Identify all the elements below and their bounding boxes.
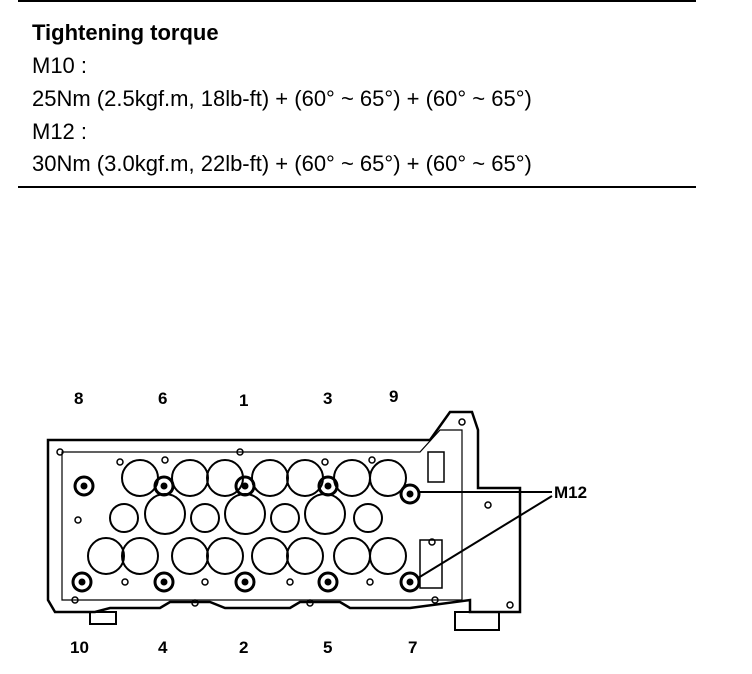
top-number-3: 3 — [323, 389, 332, 408]
bolts-lower — [71, 571, 421, 593]
bottom-number-2: 2 — [239, 638, 248, 657]
bolt-9 — [399, 483, 421, 505]
m12-value: 30Nm (3.0kgf.m, 22lb-ft) + (60° ~ 65°) +… — [32, 151, 532, 176]
bottom-number-4: 4 — [158, 638, 168, 657]
spec-title: Tightening torque — [32, 20, 219, 45]
top-number-1: 1 — [239, 391, 248, 410]
bottom-number-10: 10 — [70, 638, 89, 657]
top-number-6: 6 — [158, 389, 167, 408]
bolt-3 — [317, 475, 339, 497]
bolt-7 — [399, 571, 421, 593]
inner-rail — [61, 429, 463, 601]
bolt-2 — [234, 571, 256, 593]
bolt-4 — [153, 571, 175, 593]
bolt-8 — [73, 475, 95, 497]
bolt-5 — [317, 571, 339, 593]
m10-value: 25Nm (2.5kgf.m, 18lb-ft) + (60° ~ 65°) +… — [32, 86, 532, 111]
top-number-9: 9 — [389, 387, 398, 406]
bolt-6 — [153, 475, 175, 497]
bolts-upper — [73, 475, 421, 505]
bottom-number-5: 5 — [323, 638, 332, 657]
bottom-number-7: 7 — [408, 638, 417, 657]
combustion-ports — [109, 493, 383, 535]
m12-label: M12 : — [32, 119, 88, 144]
head-outline — [46, 410, 522, 614]
m12-callout-label: M12 — [554, 483, 587, 502]
top-number-8: 8 — [74, 389, 83, 408]
bolt-1 — [234, 475, 256, 497]
bottom-tab-left — [89, 611, 117, 625]
bottom-tab-right — [454, 611, 500, 631]
bolt-10 — [71, 571, 93, 593]
exhaust-ports — [87, 537, 407, 575]
m10-label: M10 : — [32, 53, 88, 78]
end-bracket — [419, 451, 445, 589]
m12-callout-lines — [417, 491, 553, 579]
small-holes — [56, 418, 514, 609]
torque-spec-box: Tightening torque M10 : 25Nm (2.5kgf.m, … — [18, 0, 696, 188]
